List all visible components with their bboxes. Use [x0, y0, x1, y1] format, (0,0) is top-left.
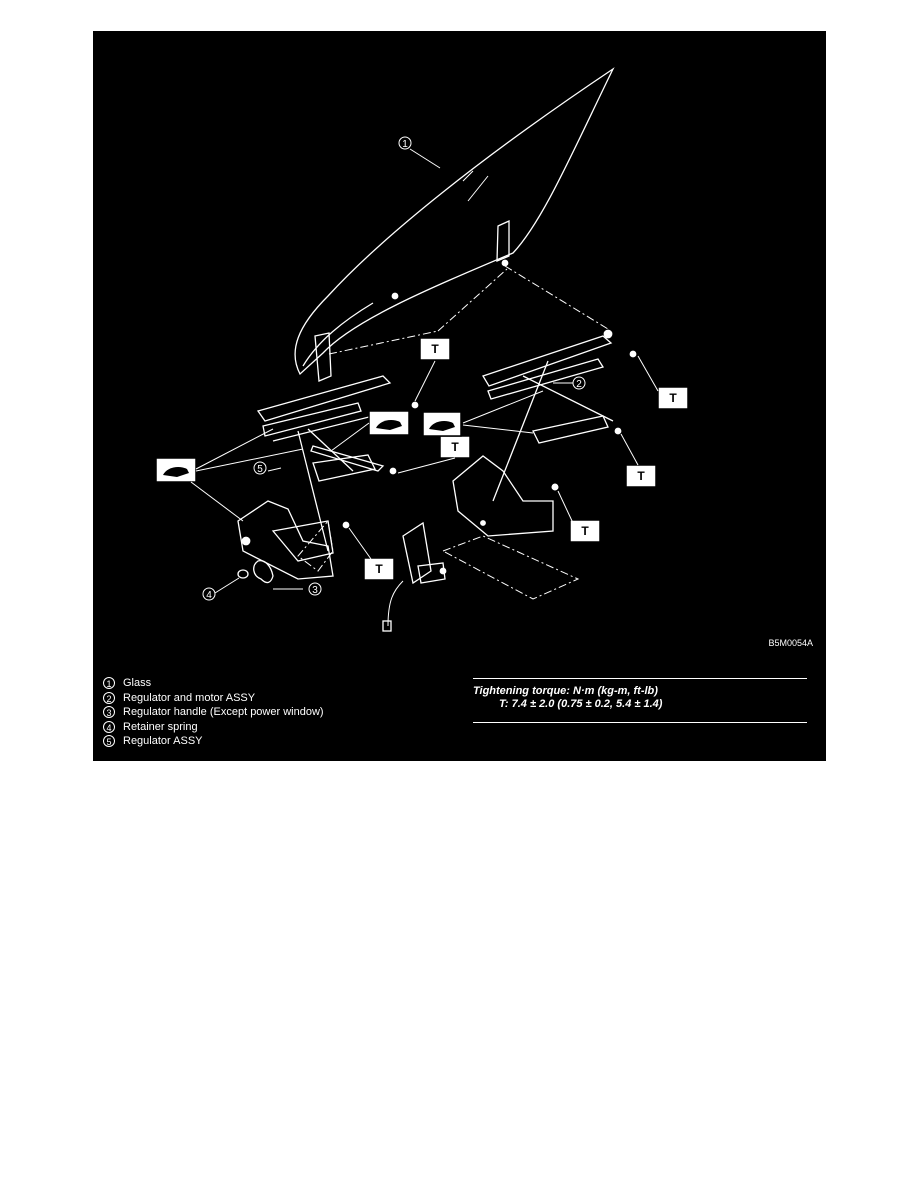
grease-icon	[155, 457, 197, 483]
window-regulator-diagram: 1 5	[155, 67, 813, 648]
svg-text:4: 4	[206, 590, 212, 601]
tightening-torque-box: Tightening torque: N·m (kg-m, ft-lb) T: …	[473, 678, 807, 723]
callout-1: 1	[398, 136, 412, 150]
torque-title: Tightening torque: N·m (kg-m, ft-lb)	[473, 685, 658, 697]
svg-text:2: 2	[576, 379, 582, 390]
power-window-motor	[382, 521, 447, 632]
callout-2: 2	[572, 376, 586, 390]
torque-value: T: 7.4 ± 2.0 (0.75 ± 0.2, 5.4 ± 1.4)	[499, 698, 663, 710]
svg-text:3: 3	[312, 585, 318, 596]
regulator-handle	[253, 560, 274, 584]
svg-text:5: 5	[257, 464, 263, 475]
retainer-spring	[237, 569, 249, 579]
regulator-assy-left	[237, 375, 419, 580]
svg-text:T: T	[375, 562, 383, 576]
svg-text:T: T	[451, 440, 459, 454]
regulator-motor-assy-right	[452, 329, 637, 537]
svg-text:T: T	[581, 524, 589, 538]
torque-marker-2: T	[657, 386, 689, 410]
svg-text:T: T	[669, 391, 677, 405]
torque-marker-1: T	[419, 337, 451, 361]
torque-marker-5: T	[569, 519, 601, 543]
glass-part	[294, 67, 615, 382]
callout-3: 3	[308, 582, 322, 596]
grease-icon	[368, 410, 410, 436]
callout-5: 5	[253, 461, 267, 475]
svg-text:1: 1	[402, 139, 408, 150]
callout-4: 4	[202, 587, 216, 601]
svg-text:T: T	[431, 342, 439, 356]
figure-code: B5M0054A	[768, 638, 813, 648]
torque-marker-6: T	[363, 557, 395, 581]
svg-text:T: T	[637, 469, 645, 483]
exploded-diagram-panel: 1 5	[93, 31, 826, 761]
torque-marker-4: T	[625, 464, 657, 488]
torque-marker-3: T	[439, 435, 471, 459]
grease-icon	[422, 411, 462, 437]
